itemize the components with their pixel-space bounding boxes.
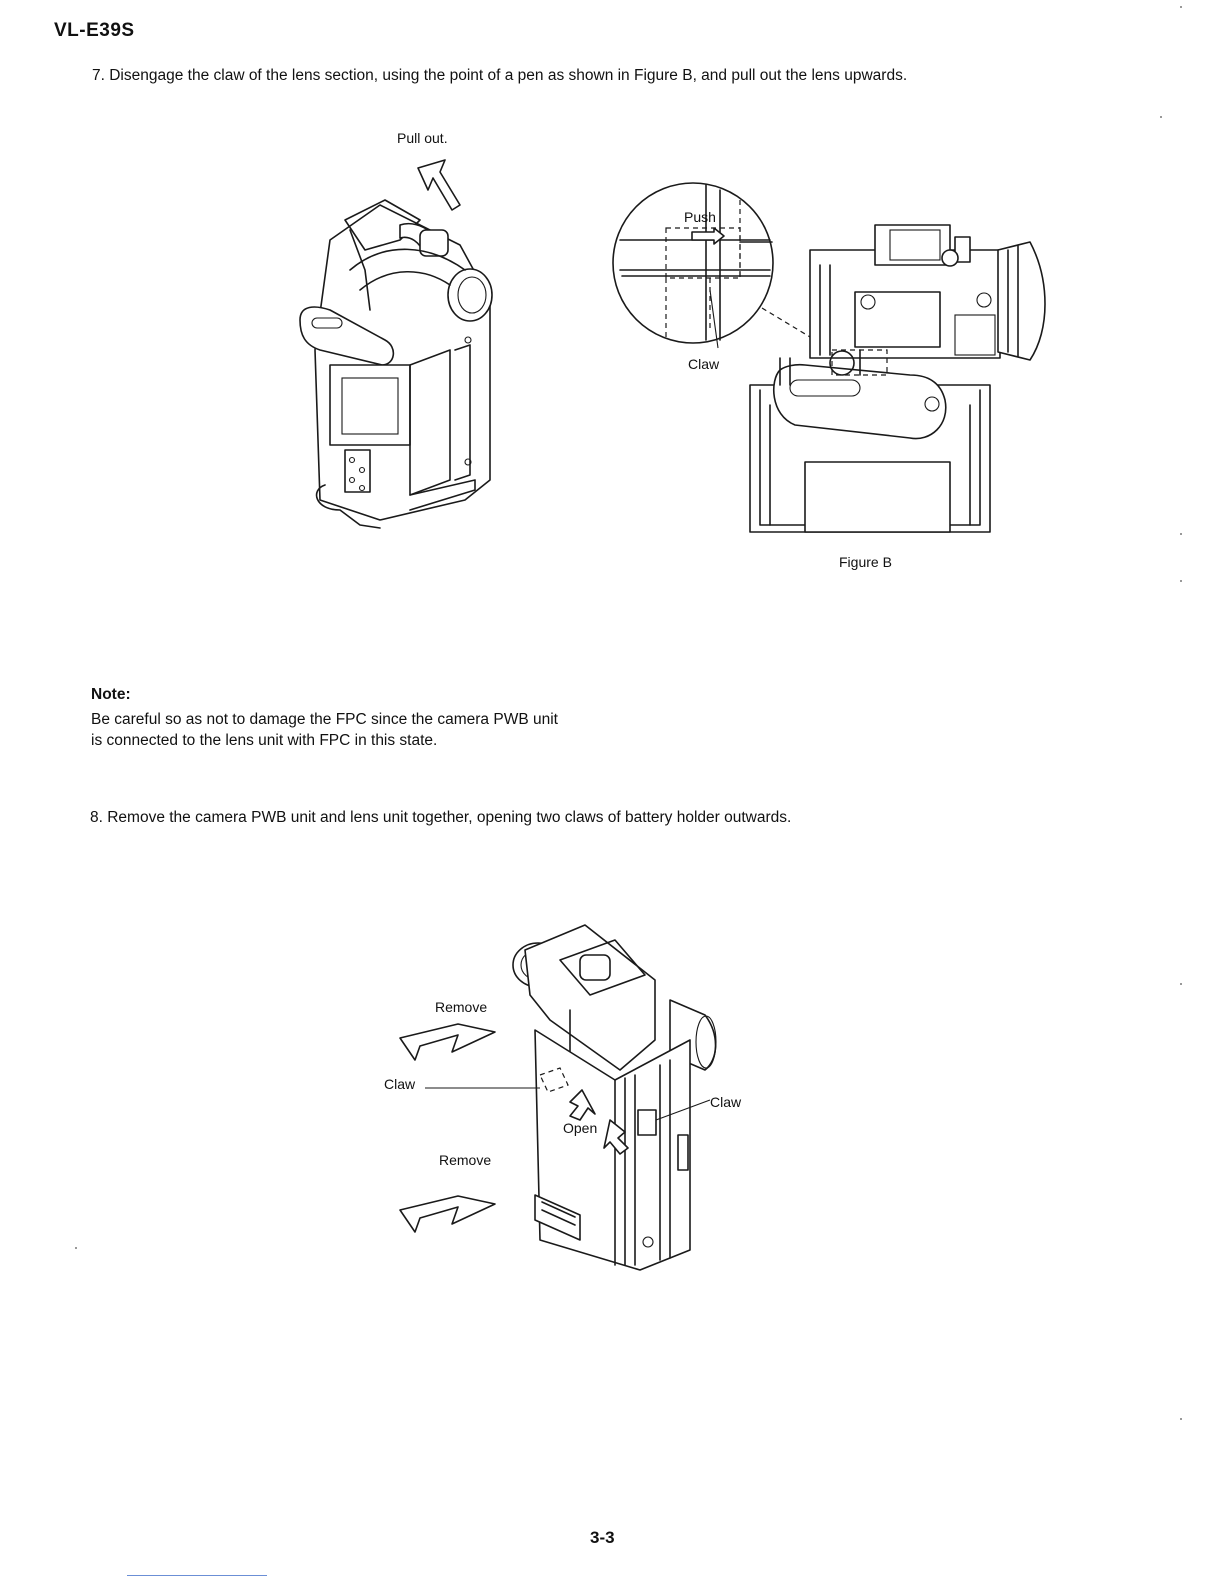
figure-b-caption: Figure B bbox=[839, 554, 892, 570]
remove-label-bottom: Remove bbox=[439, 1152, 492, 1168]
pull-out-label: Pull out. bbox=[397, 130, 448, 146]
note-line-2: is connected to the lens unit with FPC i… bbox=[91, 732, 438, 749]
scan-speck bbox=[75, 1247, 77, 1249]
page-number: 3-3 bbox=[590, 1528, 615, 1547]
step-8-text: 8. Remove the camera PWB unit and lens u… bbox=[90, 809, 792, 826]
figure-b-illustration bbox=[612, 182, 1046, 533]
remove-label-top: Remove bbox=[435, 999, 488, 1015]
scan-speck bbox=[1180, 1418, 1182, 1420]
open-label: Open bbox=[563, 1120, 598, 1136]
note-body: Be careful so as not to damage the FPC s… bbox=[91, 709, 611, 751]
scan-speck bbox=[1160, 116, 1162, 118]
scan-speck bbox=[1180, 6, 1182, 8]
footer-rule bbox=[127, 1575, 267, 1576]
claw-label-figure-b: Claw bbox=[688, 356, 720, 372]
note-line-1: Be careful so as not to damage the FPC s… bbox=[91, 711, 558, 728]
lens-pullout-illustration bbox=[299, 159, 493, 529]
claw-label-left: Claw bbox=[384, 1076, 416, 1092]
scan-speck bbox=[1180, 983, 1182, 985]
step-7-text: 7. Disengage the claw of the lens sectio… bbox=[92, 67, 908, 84]
claw-label-right: Claw bbox=[710, 1094, 742, 1110]
push-label: Push bbox=[684, 209, 716, 225]
scan-speck bbox=[1180, 533, 1182, 535]
model-number: VL-E39S bbox=[54, 20, 135, 41]
note-heading: Note: bbox=[91, 686, 131, 703]
scan-speck bbox=[1180, 580, 1182, 582]
battery-holder-illustration bbox=[399, 924, 717, 1271]
